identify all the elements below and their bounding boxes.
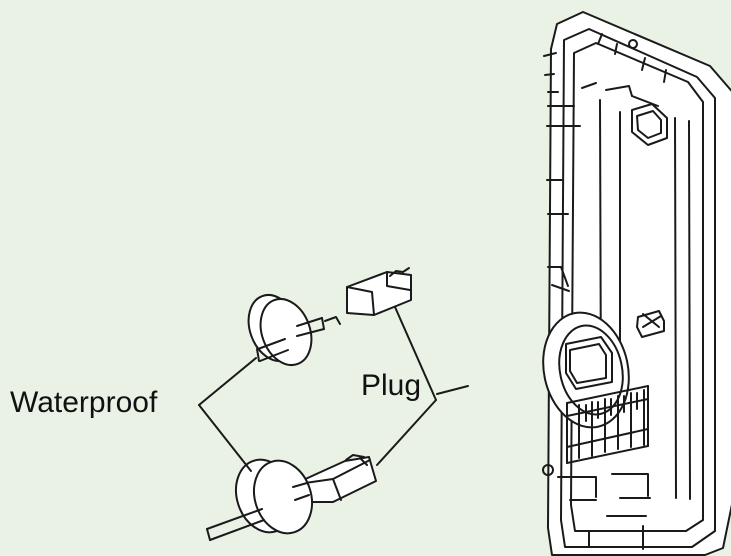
leader-lines	[198, 306, 469, 472]
main-housing	[542, 11, 731, 556]
upper-waterproof-ring	[247, 294, 341, 366]
lower-waterproof-ring	[206, 458, 313, 541]
waterproof-label: Waterproof	[10, 386, 158, 419]
plug-label: Plug	[361, 369, 422, 402]
top-plug	[346, 267, 412, 316]
